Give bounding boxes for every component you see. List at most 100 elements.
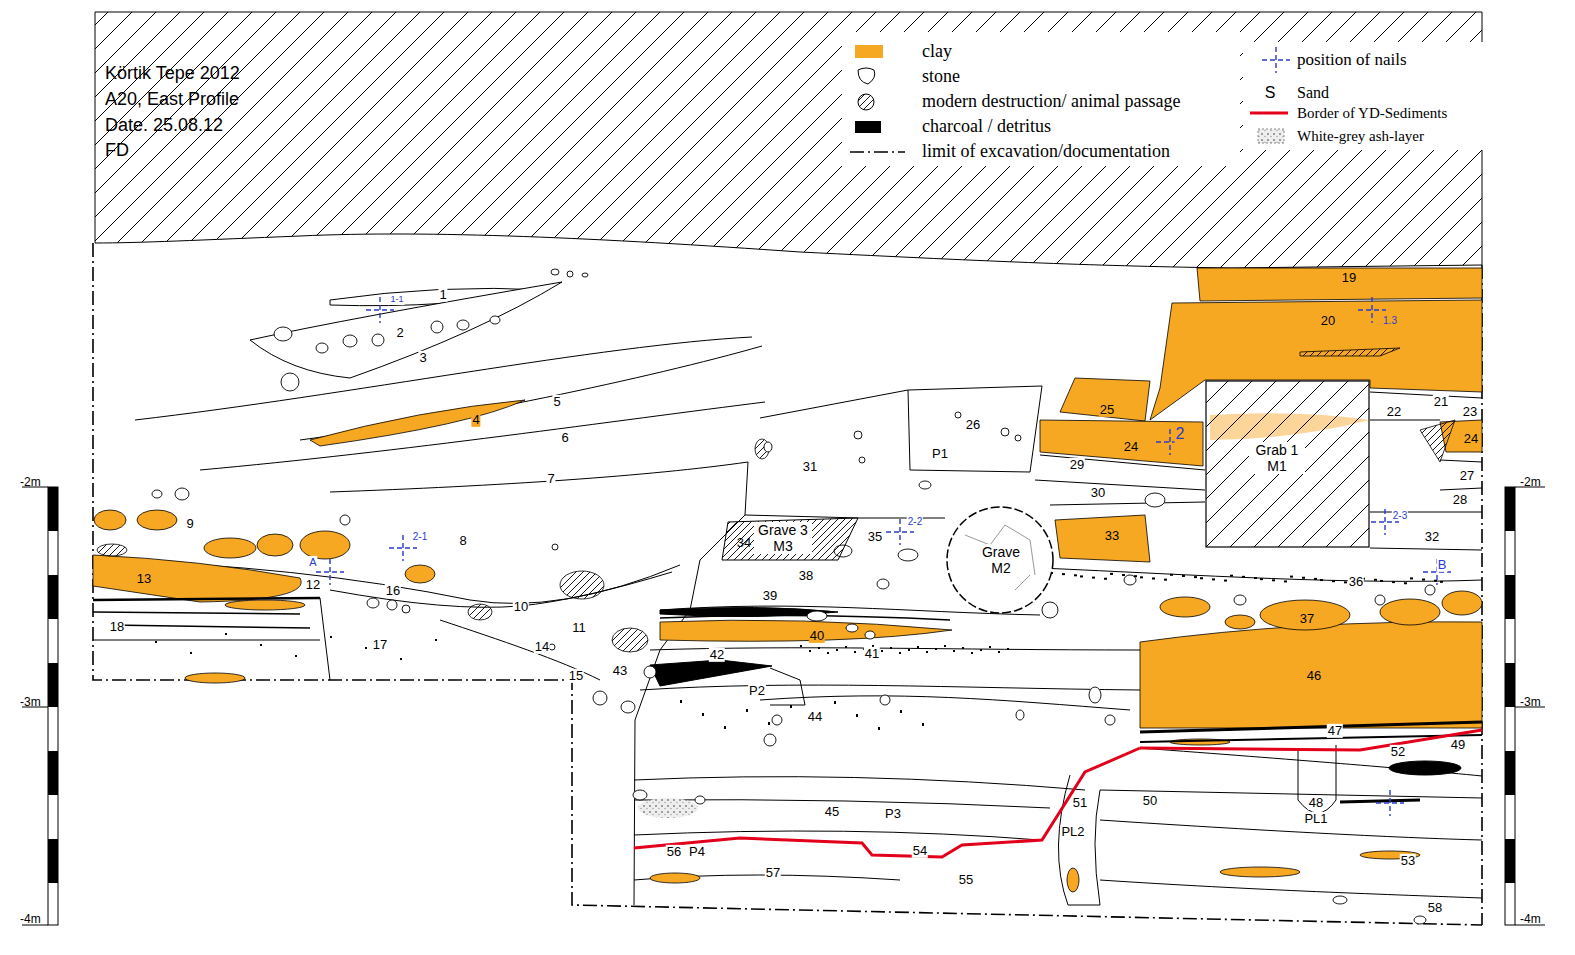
- callout-number: P3: [884, 807, 902, 821]
- detritus-dots-part: [1212, 578, 1215, 580]
- animal-passage-part: [97, 544, 127, 556]
- layer-lines-part: [634, 831, 1040, 840]
- clay-layers-part: [185, 673, 245, 683]
- grave-label: Grave M2: [973, 544, 1029, 576]
- stones-part: [316, 343, 328, 353]
- detritus-dots-part: [1332, 580, 1335, 582]
- detritus-dots-part: [1164, 579, 1167, 581]
- callout-number: 57: [765, 866, 781, 880]
- detritus-dots-part: [435, 639, 437, 641]
- callout-number: 30: [1090, 486, 1106, 500]
- stones-part: [274, 327, 292, 341]
- detritus-dots-part: [1007, 648, 1009, 650]
- nail-markers-part: [329, 559, 330, 585]
- detritus-dots-part: [1194, 576, 1197, 578]
- grave-area: Grave 3 M3: [720, 518, 862, 562]
- callout-number: PL2: [1060, 825, 1085, 839]
- detritus-dots-part: [1080, 575, 1083, 577]
- callout-number: 15: [568, 669, 584, 683]
- charcoal-layers-part: [1389, 761, 1461, 775]
- detritus-dots-part: [1152, 578, 1155, 580]
- callout-number: 19: [1341, 271, 1357, 285]
- nail-markers-part: [379, 297, 380, 323]
- scale-bars-part: [1505, 839, 1515, 883]
- callout-number: 26: [965, 418, 981, 432]
- callout-number: 54: [912, 844, 928, 858]
- clay-layers-part: [1380, 599, 1440, 625]
- stones-part: [1001, 428, 1009, 436]
- callout-number: P2: [748, 684, 766, 698]
- legend-text: modern destruction/ animal passage: [922, 92, 1180, 112]
- detritus-dots-part: [702, 713, 704, 716]
- scale-bars-part: [48, 487, 58, 531]
- title-line: FD: [105, 141, 129, 161]
- animal-passage-part: [1420, 420, 1455, 462]
- layer-lines-part: [1058, 775, 1100, 905]
- legend-samples-part: [850, 151, 905, 153]
- layer-lines-part: [1100, 880, 1482, 898]
- charcoal-layers-part: [1140, 722, 1482, 732]
- callout-number: 6: [560, 431, 569, 445]
- grave-area: Grab 1 M1: [1205, 380, 1370, 548]
- modern-topsoil: [95, 12, 1493, 268]
- clay-layers-part: [1260, 600, 1350, 630]
- detritus-dots-part: [881, 650, 883, 652]
- callout-number: 1-1: [389, 295, 404, 305]
- callout-number: 21: [1433, 395, 1449, 409]
- stones-part: [807, 611, 827, 621]
- stones-part: [1414, 916, 1426, 924]
- detritus-dots-part: [854, 651, 856, 653]
- callout-number: 5: [552, 395, 561, 409]
- scale-label: -3m: [1520, 696, 1541, 709]
- clay-layers-part: [257, 534, 293, 556]
- animal-passage: [97, 348, 1455, 652]
- callout-number: 49: [1450, 738, 1466, 752]
- scale-bars-part: [1505, 575, 1515, 619]
- stones-part: [877, 579, 889, 589]
- callout-number: 29: [1069, 458, 1085, 472]
- detritus-dots-part: [1374, 579, 1377, 581]
- clay-layers-part: [225, 600, 305, 610]
- detritus-dots-part: [1344, 581, 1347, 583]
- callout-number: 24: [1463, 432, 1479, 446]
- detritus-dots-part: [878, 727, 880, 730]
- callout-number: 23: [1462, 405, 1478, 419]
- stones-part: [1145, 493, 1165, 507]
- stones-part: [880, 695, 890, 705]
- layer-lines-part: [760, 386, 1042, 418]
- callout-number: 52: [1390, 745, 1406, 759]
- detritus-dots-part: [971, 652, 973, 654]
- legend-samples-part: [1250, 112, 1288, 115]
- detritus-dots-part: [1230, 575, 1233, 577]
- scale-bars-part: [1505, 663, 1515, 707]
- callout-number: 40: [809, 629, 825, 643]
- detritus-dots-part: [818, 647, 820, 649]
- modern-topsoil-part: [1243, 42, 1493, 150]
- stones-part: [621, 701, 635, 713]
- callout-number: P1: [931, 447, 949, 461]
- callout-number: 2-2: [907, 516, 923, 527]
- legend-samples: [850, 47, 1290, 152]
- callout-number: 11: [571, 621, 587, 635]
- layer-lines-part: [1370, 548, 1482, 550]
- layer-lines-part: [640, 685, 1140, 690]
- scale-bars-part: [48, 751, 58, 795]
- detritus-dots-part: [1404, 582, 1407, 584]
- detritus-dots-part: [834, 701, 836, 704]
- callout-number: 53: [1400, 854, 1416, 868]
- detritus-dots-part: [1302, 577, 1305, 579]
- stones-part: [644, 666, 656, 678]
- detritus-dots-part: [1380, 580, 1383, 582]
- legend-swatch: [855, 121, 881, 133]
- excavation-limit-part: [93, 243, 1482, 925]
- layer-lines-part: [1140, 748, 1482, 776]
- callout-number: 58: [1427, 901, 1443, 915]
- layer-lines-part: [135, 337, 752, 420]
- detritus-dots-part: [1284, 580, 1287, 582]
- layer-lines-part: [1050, 502, 1205, 505]
- callout-number: 37: [1299, 612, 1315, 626]
- detritus-dots-part: [926, 651, 928, 653]
- detritus-dots-part: [890, 647, 892, 649]
- callout-number: 12: [305, 578, 321, 592]
- nail-markers-part: [899, 519, 900, 545]
